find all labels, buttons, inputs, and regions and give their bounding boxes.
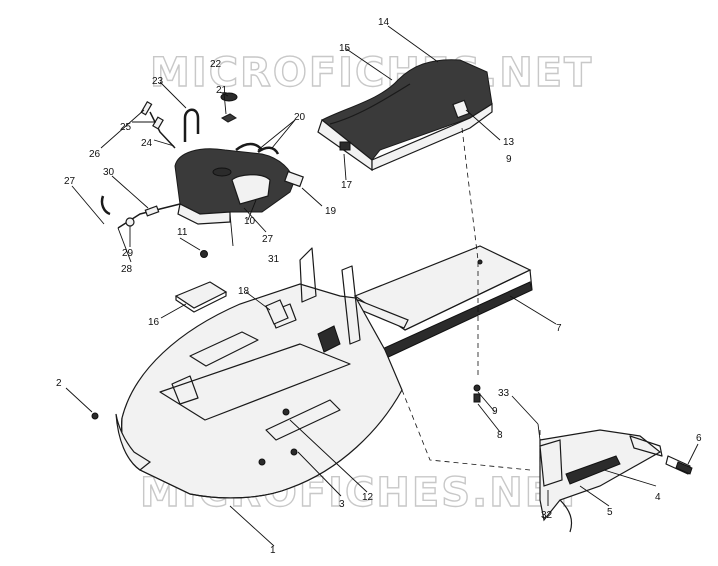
callout-32: 32: [541, 510, 553, 521]
callout-4: 4: [655, 492, 661, 503]
snowflap-assembly: [539, 429, 693, 533]
callout-2: 2: [56, 378, 62, 389]
callout-15: 15: [339, 43, 351, 54]
nut-11: [200, 250, 208, 258]
callout-5: 5: [607, 507, 613, 518]
bracket-18: [265, 299, 289, 325]
callout-13: 13: [503, 137, 515, 148]
callout-25: 25: [120, 122, 132, 133]
fuel-tank: [100, 92, 304, 229]
callout-26: 26: [89, 149, 101, 160]
callout-9-lower: 9: [492, 406, 498, 417]
plate-16: [174, 281, 228, 309]
callout-14: 14: [378, 17, 390, 28]
callout-18: 18: [238, 286, 250, 297]
callout-21: 21: [216, 85, 228, 96]
callout-7: 7: [556, 323, 562, 334]
callout-16: 16: [148, 317, 160, 328]
callout-19: 19: [325, 206, 337, 217]
tunnel: [353, 245, 533, 361]
bolt-8: [473, 393, 481, 403]
callout-22: 22: [210, 59, 222, 70]
callout-31: 31: [268, 254, 280, 265]
watermark-top: MICROFICHES.NET: [150, 50, 593, 96]
callout-1: 1: [270, 545, 276, 556]
callout-8: 8: [497, 430, 503, 441]
callout-17: 17: [341, 180, 353, 191]
callout-23: 23: [152, 76, 164, 87]
leader-lines: [65, 25, 699, 547]
callout-labels: 1 2 3 4 5 6 7 8 9 9 10 11 12 13 14 15 16…: [56, 17, 702, 556]
callout-20: 20: [294, 112, 306, 123]
callout-29: 29: [122, 248, 134, 259]
callout-33: 33: [498, 388, 510, 399]
belly-pan: [115, 247, 403, 499]
callout-30: 30: [103, 167, 115, 178]
callout-27-left: 27: [64, 176, 76, 187]
rivet-2: [91, 412, 99, 420]
callout-12: 12: [362, 492, 374, 503]
washer-9: [473, 384, 481, 392]
callout-28: 28: [121, 264, 133, 275]
callout-11: 11: [177, 227, 188, 238]
callout-27-right: 27: [262, 234, 274, 245]
callout-24: 24: [141, 138, 153, 149]
callout-9-upper: 9: [506, 154, 512, 165]
seat-assembly: [317, 59, 493, 172]
callout-10: 10: [244, 216, 256, 227]
callout-6: 6: [696, 433, 702, 444]
callout-3: 3: [339, 499, 345, 510]
